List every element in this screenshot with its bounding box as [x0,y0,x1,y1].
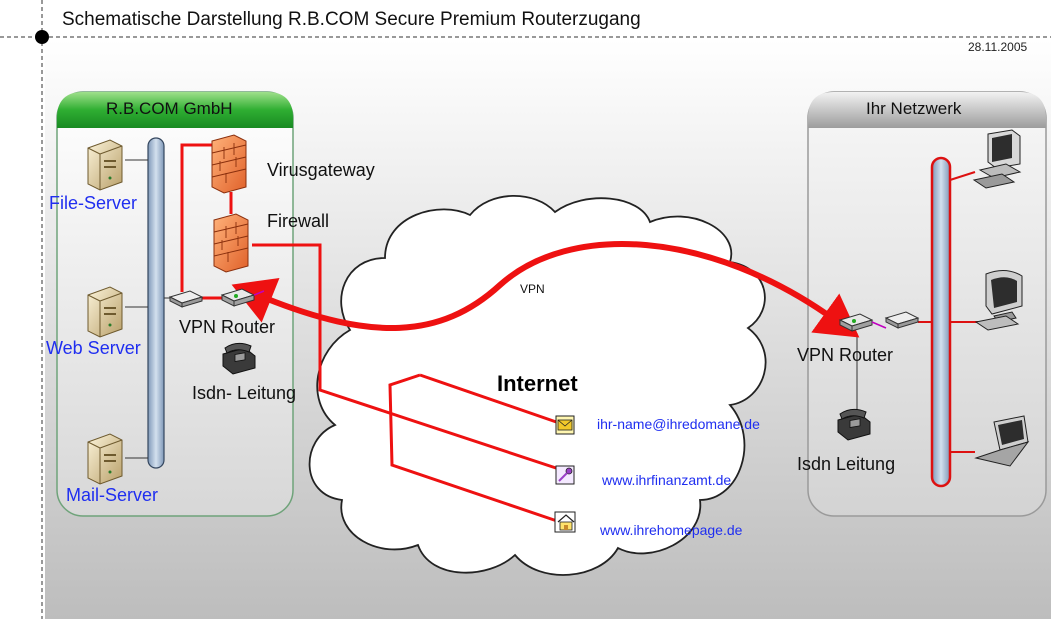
page-title: Schematische Darstellung R.B.COM Secure … [62,9,641,30]
router-icon [220,288,265,307]
key-icon [555,465,575,485]
firewall-icon [211,134,247,194]
vpn-label-bg [519,282,551,296]
web-server-label: Web Server [46,338,141,358]
firewall-icon [213,213,249,273]
home-icon [554,511,576,533]
right-panel-header [808,92,1046,128]
internet-label: Internet [497,371,578,396]
left-panel-header [57,92,293,128]
laptop-icon [974,415,1030,467]
vpn-tunnel-arrow [231,241,860,338]
finanzamt-link[interactable]: www.ihrfinanzamt.de [602,472,732,488]
right-panel-title: Ihr Netzwerk [866,99,962,118]
email-link[interactable]: ihr-name@ihredomane.de [597,416,760,432]
diagram-date: 28.11.2005 [968,40,1028,54]
server-icon [87,139,123,191]
telephone-icon [222,342,256,375]
frame-corner-dot [35,30,49,44]
file-server-label: File-Server [49,193,138,213]
vpn-label: VPN [520,282,545,296]
server-icon [87,433,123,485]
left-panel-title: R.B.COM GmbH [106,99,233,118]
virusgateway-label: Virusgateway [267,160,375,180]
right-vpn-router-label: VPN Router [797,345,894,365]
router-icon [838,313,887,332]
left-isdn-label: Isdn- Leitung [192,383,297,403]
telephone-icon [837,408,871,441]
right-backbone [930,156,952,488]
mail-icon [555,415,575,435]
server-icon [87,286,123,338]
right-isdn-label: Isdn Leitung [797,454,896,474]
homepage-link[interactable]: www.ihrehomepage.de [600,522,743,538]
firewall-label: Firewall [267,211,330,231]
desktop-icon [972,129,1022,189]
right-network-panel [807,91,1047,517]
left-backbone [147,137,165,469]
mail-server-label: Mail-Server [66,485,159,505]
switch-icon [884,311,920,329]
monitor-icon [974,270,1023,331]
left-vpn-router-label: VPN Router [179,317,276,337]
switch-icon [168,290,204,308]
